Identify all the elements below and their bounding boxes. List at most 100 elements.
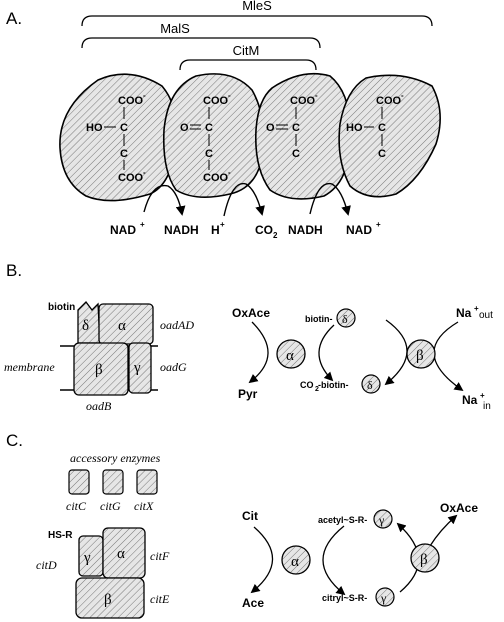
arrow-beta-to-oxace	[429, 514, 458, 547]
na-out-label: Na + out	[456, 304, 493, 321]
svg-text:δ: δ	[342, 312, 348, 326]
box-citG	[102, 469, 124, 495]
svg-text:α: α	[291, 554, 299, 570]
bracket-mals	[81, 37, 321, 49]
box-citC	[68, 469, 90, 495]
svg-text:γ: γ	[83, 550, 91, 566]
panel-b-gene-labels: oadAD oadG oadB membrane	[4, 318, 194, 413]
svg-text:COO: COO	[203, 172, 229, 184]
citryl-label: citryl~S-R-	[322, 593, 367, 603]
svg-text:δ: δ	[367, 378, 373, 392]
svg-text:citG: citG	[100, 499, 121, 513]
svg-text:-: -	[228, 168, 231, 177]
bracket-label-citm: CitM	[233, 43, 260, 58]
arrow-delta-to-beta	[384, 319, 408, 386]
svg-text:citC: citC	[66, 499, 87, 513]
subunit-beta-b	[73, 342, 129, 396]
svg-text:in: in	[483, 401, 491, 412]
svg-text:citX: citX	[134, 499, 154, 513]
svg-text:C: C	[120, 148, 128, 160]
acetyl-label: acetyl~S-R-	[318, 515, 367, 525]
arrow-nadh-to-nad	[309, 182, 351, 216]
svg-text:C: C	[120, 122, 128, 134]
svg-text:C: C	[378, 148, 386, 160]
bracket-citm	[179, 59, 317, 71]
enzyme-blob-3	[254, 72, 351, 200]
co2-biotin-delta-label: CO 2 -biotin-	[300, 380, 349, 393]
svg-text:+: +	[220, 220, 225, 229]
svg-text:α: α	[117, 546, 125, 562]
delta-circle-2	[361, 374, 381, 394]
svg-text:β: β	[95, 362, 103, 378]
accessory-enzymes-label: accessory enzymes	[70, 451, 161, 465]
delta-circle-1	[336, 308, 356, 328]
oxace-label-c: OxAce	[440, 501, 478, 515]
cofactor-nadh-2: NADH	[288, 223, 323, 237]
panel-label-c: C.	[6, 431, 23, 450]
svg-text:β: β	[104, 592, 112, 608]
enzyme-blob-2	[162, 73, 265, 198]
pyr-label-b: Pyr	[238, 387, 258, 401]
beta-circle-c	[410, 543, 440, 573]
svg-text:C: C	[205, 148, 213, 160]
beta-circle-b	[406, 339, 436, 369]
subunit-alpha-b	[98, 303, 154, 345]
svg-text:C: C	[205, 122, 213, 134]
svg-text:α: α	[118, 318, 126, 334]
svg-text:-: -	[315, 91, 318, 100]
svg-text:citF: citF	[150, 549, 170, 563]
svg-text:HO: HO	[346, 122, 363, 134]
svg-text:COO: COO	[118, 95, 144, 107]
biotin-label-b: biotin	[48, 302, 75, 313]
substrate-2: COO - O C C COO -	[180, 91, 231, 184]
arrow-acetyl-to-citryl	[322, 525, 346, 596]
cofactor-nadh-1: NADH	[164, 223, 199, 237]
svg-text:O: O	[266, 122, 275, 134]
svg-text:HO: HO	[86, 122, 103, 134]
svg-text:C: C	[292, 148, 300, 160]
svg-text:oadAD: oadAD	[160, 318, 194, 332]
panel-c-accessory-genes: citC citG citX	[66, 499, 154, 513]
svg-text:Na: Na	[456, 306, 472, 320]
svg-text:2: 2	[273, 231, 278, 240]
substrate-4: COO - HO C C	[346, 91, 404, 160]
svg-text:-: -	[143, 168, 146, 177]
svg-text:COO: COO	[290, 95, 316, 107]
cofactor-nad-plus-2: NAD	[346, 223, 372, 237]
arrow-cit-to-ace	[250, 526, 274, 594]
svg-text:C: C	[292, 122, 300, 134]
enzyme-blob-4	[338, 74, 441, 198]
arrow-nad-to-nadh	[143, 184, 186, 216]
panel-c-gene-labels: citD citF citE	[36, 549, 170, 606]
cofactor-co2: CO	[255, 223, 273, 237]
substrate-3: COO - O C C	[266, 91, 318, 160]
alpha-circle-b	[276, 339, 306, 369]
subunit-gamma-c	[78, 535, 104, 577]
svg-text:+: +	[474, 304, 479, 313]
arrow-biotin-to-co2biotin	[318, 324, 335, 382]
bracket-mles	[81, 15, 433, 27]
svg-text:-biotin-: -biotin-	[318, 380, 349, 390]
alpha-circle-c	[281, 545, 311, 575]
arrow-na-in-to-out	[433, 321, 464, 392]
hsr-label: HS-R	[48, 530, 73, 541]
svg-text:C: C	[378, 122, 386, 134]
svg-text:CO: CO	[300, 380, 314, 390]
svg-text:COO: COO	[118, 172, 144, 184]
bracket-label-mals: MalS	[160, 21, 190, 36]
box-citX	[136, 469, 158, 495]
subunit-gamma-b	[128, 342, 152, 394]
svg-text:2: 2	[315, 386, 319, 393]
svg-text:COO: COO	[376, 95, 402, 107]
enzyme-blob-1	[59, 73, 178, 202]
svg-text:COO: COO	[203, 95, 229, 107]
panel-b-subunit-labels: δ α β γ	[82, 318, 141, 378]
biotin-delta-label: biotin-	[305, 314, 333, 324]
cit-label: Cit	[242, 509, 258, 523]
svg-text:O: O	[180, 122, 189, 134]
svg-text:-: -	[143, 91, 146, 100]
cofactor-labels: NAD + NADH H + CO 2 NADH NAD +	[110, 220, 381, 240]
svg-text:δ: δ	[82, 318, 89, 334]
panel-c-subunit-labels: γ α β	[83, 546, 125, 608]
svg-text:+: +	[140, 220, 145, 229]
